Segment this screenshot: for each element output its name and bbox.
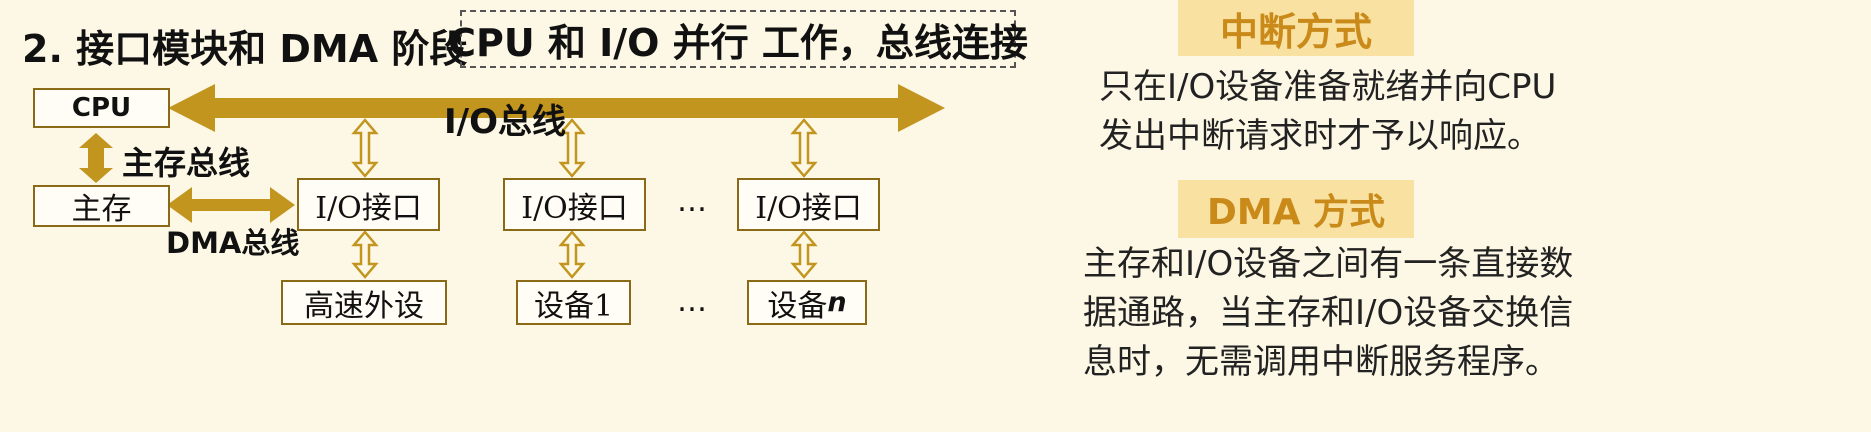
dma-line-3: 息时，无需调用中断服务程序。 xyxy=(1083,342,1559,382)
cpu-box: CPU xyxy=(33,88,170,128)
dma-bus-label: DMA总线 xyxy=(166,226,300,260)
interrupt-line-2: 发出中断请求时才予以响应。 xyxy=(1099,116,1541,156)
dma-line-1: 主存和I/O设备之间有一条直接数 xyxy=(1083,244,1574,284)
device-1-box: 设备1 xyxy=(516,280,631,325)
parallel-note: CPU 和 I/O 并行 工作，总线连接 xyxy=(448,10,1028,68)
interrupt-line-1: 只在I/O设备准备就绪并向CPU xyxy=(1099,67,1557,107)
page-title: 2. 接口模块和 DMA 阶段 xyxy=(22,27,468,71)
high-speed-device-box: 高速外设 xyxy=(281,280,447,325)
memory-bus-label: 主存总线 xyxy=(122,144,251,182)
device-ellipsis: … xyxy=(677,284,707,319)
interface3-to-device-arrow xyxy=(790,230,818,279)
io-interface-3: I/O接口 xyxy=(737,178,880,231)
device-n-prefix: 设备 xyxy=(767,288,828,324)
memory-bus-arrow xyxy=(79,133,113,183)
dma-heading: DMA 方式 xyxy=(1178,180,1414,238)
dma-bus-arrow xyxy=(167,187,295,223)
bus-to-interface1-arrow xyxy=(351,118,379,178)
dma-line-2: 据通路，当主存和I/O设备交换信 xyxy=(1083,293,1574,333)
bus-diagram xyxy=(79,84,945,279)
io-bus-arrow xyxy=(168,84,945,132)
main-memory-box: 主存 xyxy=(33,185,170,227)
bus-to-interface3-arrow xyxy=(790,118,818,178)
interface1-to-device-arrow xyxy=(351,230,379,279)
io-bus-label: I/O总线 xyxy=(444,102,566,142)
device-n-subscript: n xyxy=(827,287,847,318)
interface2-to-device-arrow xyxy=(558,230,586,279)
io-interface-1: I/O接口 xyxy=(297,178,440,231)
interrupt-heading: 中断方式 xyxy=(1178,0,1414,56)
bus-to-interface2-arrow xyxy=(558,118,586,178)
io-interface-2: I/O接口 xyxy=(503,178,646,231)
interface-ellipsis: … xyxy=(677,184,707,219)
